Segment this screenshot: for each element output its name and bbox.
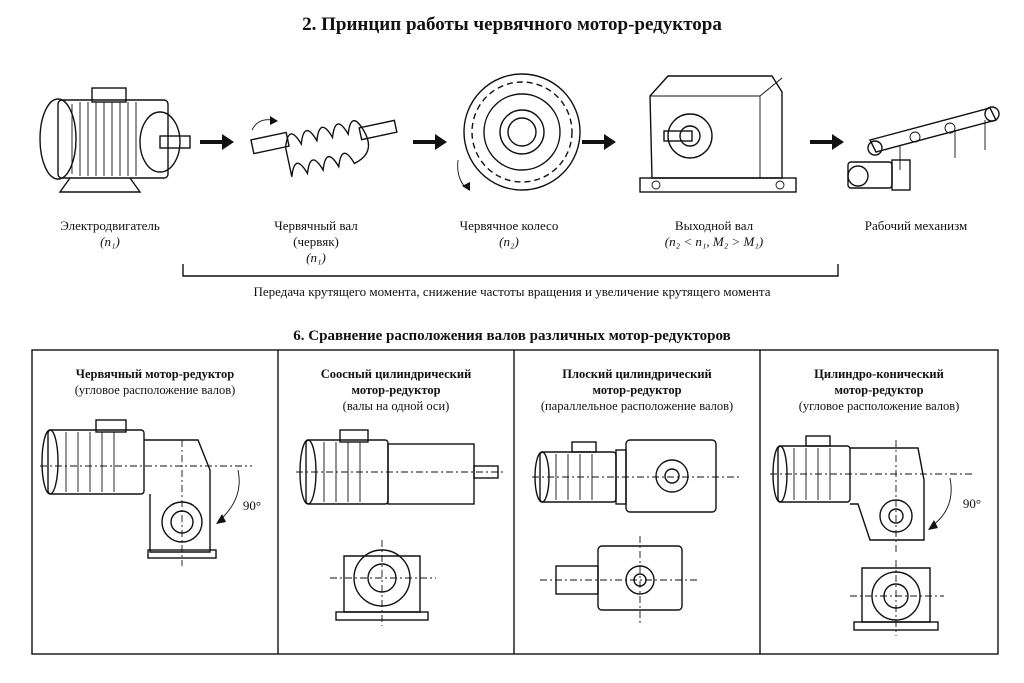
brace-line bbox=[182, 264, 839, 277]
gearbox-icon bbox=[639, 75, 797, 193]
section1-title: 2. Принцип работы червячного мотор-редук… bbox=[302, 14, 722, 35]
coaxial-gearmotor-drawing bbox=[296, 429, 506, 626]
arrow-right-icon bbox=[200, 134, 234, 150]
conveyor-icon bbox=[847, 106, 1000, 191]
stage-worm-shaft-caption: Червячный вал (червяк) (n₁) bbox=[274, 218, 358, 265]
section2-title: 6. Сравнение расположения валов различны… bbox=[293, 328, 731, 344]
panel-parallel-title: Плоский цилиндрический мотор-редуктор (п… bbox=[540, 367, 734, 413]
parallel-gearmotor-drawing bbox=[532, 439, 740, 624]
brace-caption: Передача крутящего момента, снижение час… bbox=[253, 284, 771, 299]
angle-label: 90° bbox=[962, 496, 982, 511]
panel-coaxial-title: Соосный цилиндрический мотор-редуктор (в… bbox=[320, 367, 472, 413]
panel-worm-title: Червячный мотор-редуктор (угловое распол… bbox=[74, 367, 236, 397]
worm-gearmotor-drawing bbox=[40, 419, 252, 566]
angle-label: 90° bbox=[242, 498, 262, 513]
arrow-right-icon bbox=[413, 134, 447, 150]
panel-bevel-title: Цилиндро-конический мотор-редуктор (угло… bbox=[798, 367, 960, 413]
arrow-right-icon bbox=[810, 134, 844, 150]
worm-wheel-icon bbox=[457, 73, 581, 191]
motor-icon bbox=[39, 87, 191, 193]
stage-mechanism-caption: Рабочий механизм bbox=[864, 218, 968, 233]
stage-worm-wheel-caption: Червячное колесо (n₂) bbox=[459, 218, 559, 249]
bevel-gearmotor-drawing bbox=[770, 435, 972, 636]
comparison-frame bbox=[31, 349, 999, 655]
worm-shaft-icon bbox=[250, 116, 398, 177]
stage-motor-caption: Электродвигатель (n₁) bbox=[60, 218, 160, 249]
stage-output-shaft-caption: Выходной вал (n₂ < n₁, M₂ > M₁) bbox=[664, 218, 764, 249]
arrow-right-icon bbox=[582, 134, 616, 150]
